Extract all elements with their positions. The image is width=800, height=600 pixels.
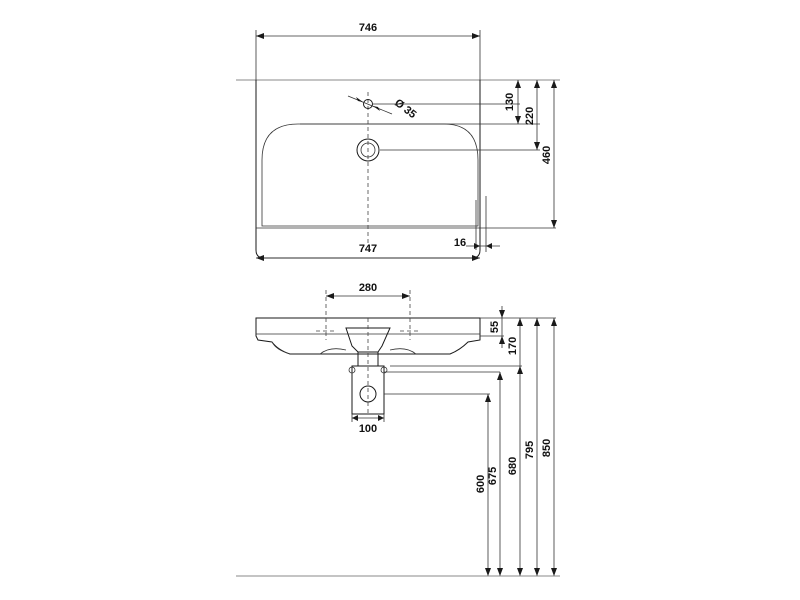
height-795-label: 795 (524, 441, 536, 459)
front-view: 280 100 55 170 600 675 6 (236, 282, 560, 577)
tap-hole-diameter-label: Ø 35 (392, 97, 418, 121)
height-600-label: 600 (475, 475, 487, 493)
trap-nut-right (380, 366, 388, 374)
depth-460-label: 460 (541, 146, 553, 164)
spacing-280-label: 280 (359, 282, 377, 294)
drain-outer (356, 138, 380, 162)
drain-inner (360, 142, 376, 158)
height-675-label: 675 (487, 467, 499, 485)
trap-pipe (351, 365, 385, 415)
offset-16-label: 16 (454, 237, 466, 249)
height-680-label: 680 (507, 457, 519, 475)
tap-hole-leader (347, 95, 393, 115)
trap-nut-left (348, 366, 356, 374)
top-view: Ø 35 746 747 130 220 460 (236, 22, 560, 261)
rim-55-label: 55 (489, 321, 501, 333)
depth-130-label: 130 (504, 93, 516, 111)
trap-width-label: 100 (359, 423, 377, 435)
width-746-label: 746 (359, 22, 377, 34)
width-747-label: 747 (359, 243, 377, 255)
depth-220-label: 220 (524, 107, 536, 125)
drain-170-label: 170 (507, 337, 519, 355)
height-850-label: 850 (541, 439, 553, 457)
